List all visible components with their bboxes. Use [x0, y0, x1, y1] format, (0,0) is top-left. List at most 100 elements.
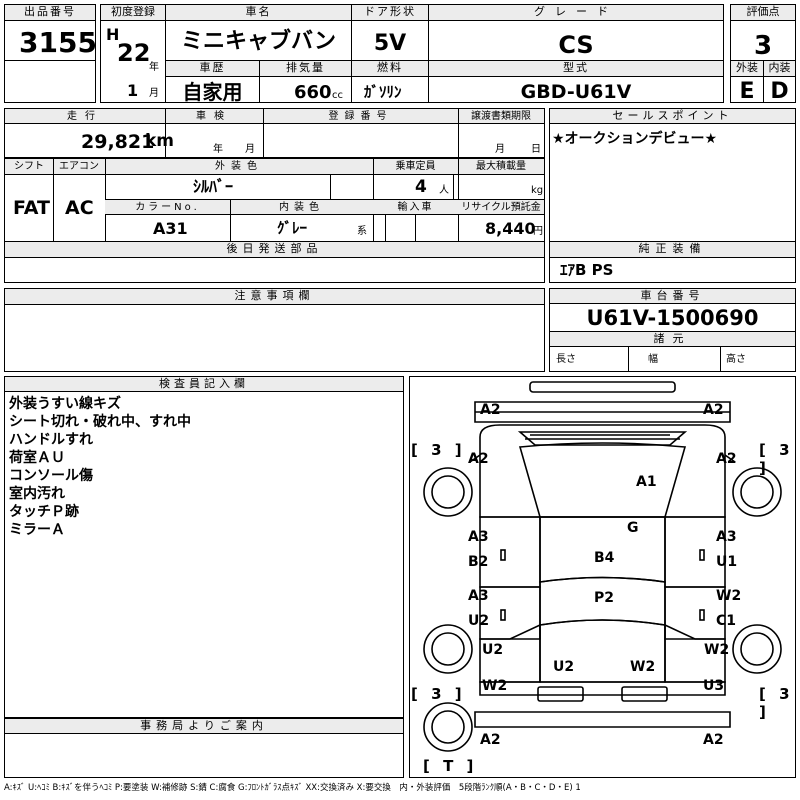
- recycle-label: リサイクル預託金: [461, 202, 541, 213]
- car-name-cell: 車名 ミニキャブバン: [165, 4, 352, 61]
- inspector-note: 荷室ＡＵ: [9, 450, 65, 466]
- car-name-value: ミニキャブバン: [180, 29, 337, 54]
- transfer-deadline-label: 譲渡書類期限: [471, 111, 531, 122]
- shift-value: FAT: [13, 197, 50, 219]
- first-registration-label: 初度登録: [101, 5, 165, 21]
- era-value: H: [106, 25, 120, 44]
- score-label: 評価点: [731, 5, 795, 21]
- exterior-grade-value: E: [739, 79, 755, 104]
- interior-grade-label: 内装: [764, 61, 795, 77]
- grade-cell: グレード CS: [428, 4, 724, 61]
- inspection-month-unit: 月: [245, 144, 255, 155]
- door-cell: ドア形状 5V: [351, 4, 429, 61]
- genuine-equipment-value: ｴｱB PS: [560, 261, 614, 279]
- damage-door-right-1: A3: [716, 529, 737, 545]
- exterior-grade-cell: 外装 E: [730, 60, 764, 103]
- max-load-unit: kg: [531, 185, 544, 196]
- fuel-cell: 燃料 ｶﾞｿﾘﾝ: [351, 60, 429, 103]
- inspection-year-unit: 年: [213, 144, 223, 155]
- grade-label: グレード: [429, 5, 723, 21]
- spare-tire: [ T ]: [423, 757, 478, 775]
- inspector-note: コンソール傷: [9, 468, 93, 484]
- inspector-notes-cell: 検査員記入欄 外装うすい線キズ シート切れ・破れ中、すれ中 ハンドルすれ 荷室Ａ…: [4, 376, 404, 718]
- damage-door-right-4: C1: [716, 613, 737, 629]
- damage-door-left-4: U2: [468, 613, 490, 629]
- lot-number-cell: 出品番号 3155: [4, 4, 97, 61]
- model-value: GBD-U61V: [520, 81, 632, 103]
- chassis-value: U61V-1500690: [586, 306, 759, 330]
- door-value: 5V: [373, 31, 407, 56]
- length-label: 長さ: [556, 354, 576, 365]
- office-info-label: 事務局よりご案内: [5, 719, 403, 734]
- damage-fender-right: A2: [716, 451, 737, 467]
- inspector-note: 室内汚れ: [9, 486, 65, 502]
- inspector-notes-label: 検査員記入欄: [5, 377, 403, 392]
- max-load-label: 最大積載量: [476, 161, 526, 172]
- inspection-label: 車検: [196, 111, 232, 122]
- interior-color-unit: 系: [357, 226, 367, 237]
- car-name-label: 車名: [166, 5, 351, 21]
- capacity-label: 乗車定員: [395, 161, 436, 172]
- mileage-row-header: [5, 109, 544, 124]
- inspector-note: タッチＰ跡: [9, 504, 79, 520]
- lot-number-label: 出品番号: [5, 5, 95, 21]
- history-cell: 車歴 自家用: [165, 60, 260, 103]
- notes-cell: 注意事項欄: [4, 288, 545, 372]
- inspector-note: シート切れ・破れ中、すれ中: [9, 414, 191, 430]
- damage-rear-quarter-left: W2: [482, 678, 508, 694]
- chassis-label: 車台番号: [550, 289, 795, 304]
- displacement-cell: 排気量 660 cc: [259, 60, 352, 103]
- damage-roof: B4: [594, 550, 615, 566]
- fuel-label: 燃料: [352, 61, 428, 77]
- exterior-color-value: ｼﾙﾊﾞｰ: [193, 177, 234, 196]
- sales-point-label: セールスポイント: [550, 109, 795, 124]
- damage-door-right-2: U1: [716, 554, 738, 570]
- capacity-unit: 人: [439, 185, 449, 196]
- damage-door-left-3: A3: [468, 588, 489, 604]
- exterior-grade-label: 外装: [731, 61, 763, 77]
- mileage-value: 29,821: [81, 131, 155, 153]
- damage-cargo: P2: [594, 590, 615, 606]
- specs-label: 諸元: [550, 332, 795, 347]
- inspector-note: ハンドルすれ: [9, 432, 93, 448]
- recycle-unit: 円: [533, 226, 543, 237]
- exterior-color-label: 外装色: [215, 161, 263, 172]
- notes-label: 注意事項欄: [5, 289, 544, 305]
- first-registration-cell: 初度登録 H 22 年 1 月: [100, 4, 166, 103]
- interior-grade-value: D: [770, 79, 789, 104]
- tire-front-right: [ 3 ]: [759, 441, 794, 477]
- damage-rear-right: W2: [630, 659, 656, 675]
- month-unit: 月: [149, 88, 159, 99]
- damage-door-left-2: B2: [468, 554, 489, 570]
- registration-number-label: 登録番号: [328, 111, 393, 122]
- damage-rear-left: U2: [553, 659, 575, 675]
- displacement-unit: cc: [332, 90, 343, 101]
- history-value: 自家用: [182, 80, 243, 104]
- inspector-note: 外装うすい線キズ: [9, 396, 121, 412]
- damage-front-right: A2: [703, 402, 724, 418]
- lot-number-value: 3155: [19, 26, 97, 59]
- spec-row: シフト エアコン 外装色 乗車定員 最大積載量 カラーNo. 内装色 輸入車 リ…: [4, 158, 545, 242]
- mileage-unit: km: [145, 131, 175, 151]
- damage-hood: A1: [636, 474, 657, 490]
- door-label: ドア形状: [352, 5, 428, 21]
- month-value: 1: [127, 81, 139, 100]
- sales-point-cell: セールスポイント ★オークションデビュー★: [549, 108, 796, 242]
- interior-color-value: ｸﾞﾚｰ: [277, 219, 308, 237]
- genuine-equipment-label: 純正装備: [550, 242, 795, 258]
- chassis-cell: 車台番号 U61V-1500690 諸元 長さ 幅 高さ: [549, 288, 796, 372]
- tire-front-left: [ 3 ]: [411, 441, 466, 459]
- model-cell: 型式 GBD-U61V: [428, 60, 724, 103]
- interior-color-label: 内装色: [279, 202, 324, 213]
- damage-door-right-3: W2: [716, 588, 742, 604]
- inspector-note: ミラーＡ: [9, 522, 65, 538]
- damage-bumper-left: A2: [480, 732, 501, 748]
- grade-value: CS: [558, 31, 594, 59]
- transfer-day-unit: 日: [531, 144, 541, 155]
- damage-fender-left: A2: [468, 451, 489, 467]
- score-cell: 評価点 3: [730, 4, 796, 61]
- lot-blank-cell: [4, 60, 96, 103]
- damage-bumper-right: A2: [703, 732, 724, 748]
- inspector-notes-list: 外装うすい線キズ シート切れ・破れ中、すれ中 ハンドルすれ 荷室ＡＵ コンソール…: [9, 395, 191, 539]
- mileage-label: 走行: [67, 111, 103, 122]
